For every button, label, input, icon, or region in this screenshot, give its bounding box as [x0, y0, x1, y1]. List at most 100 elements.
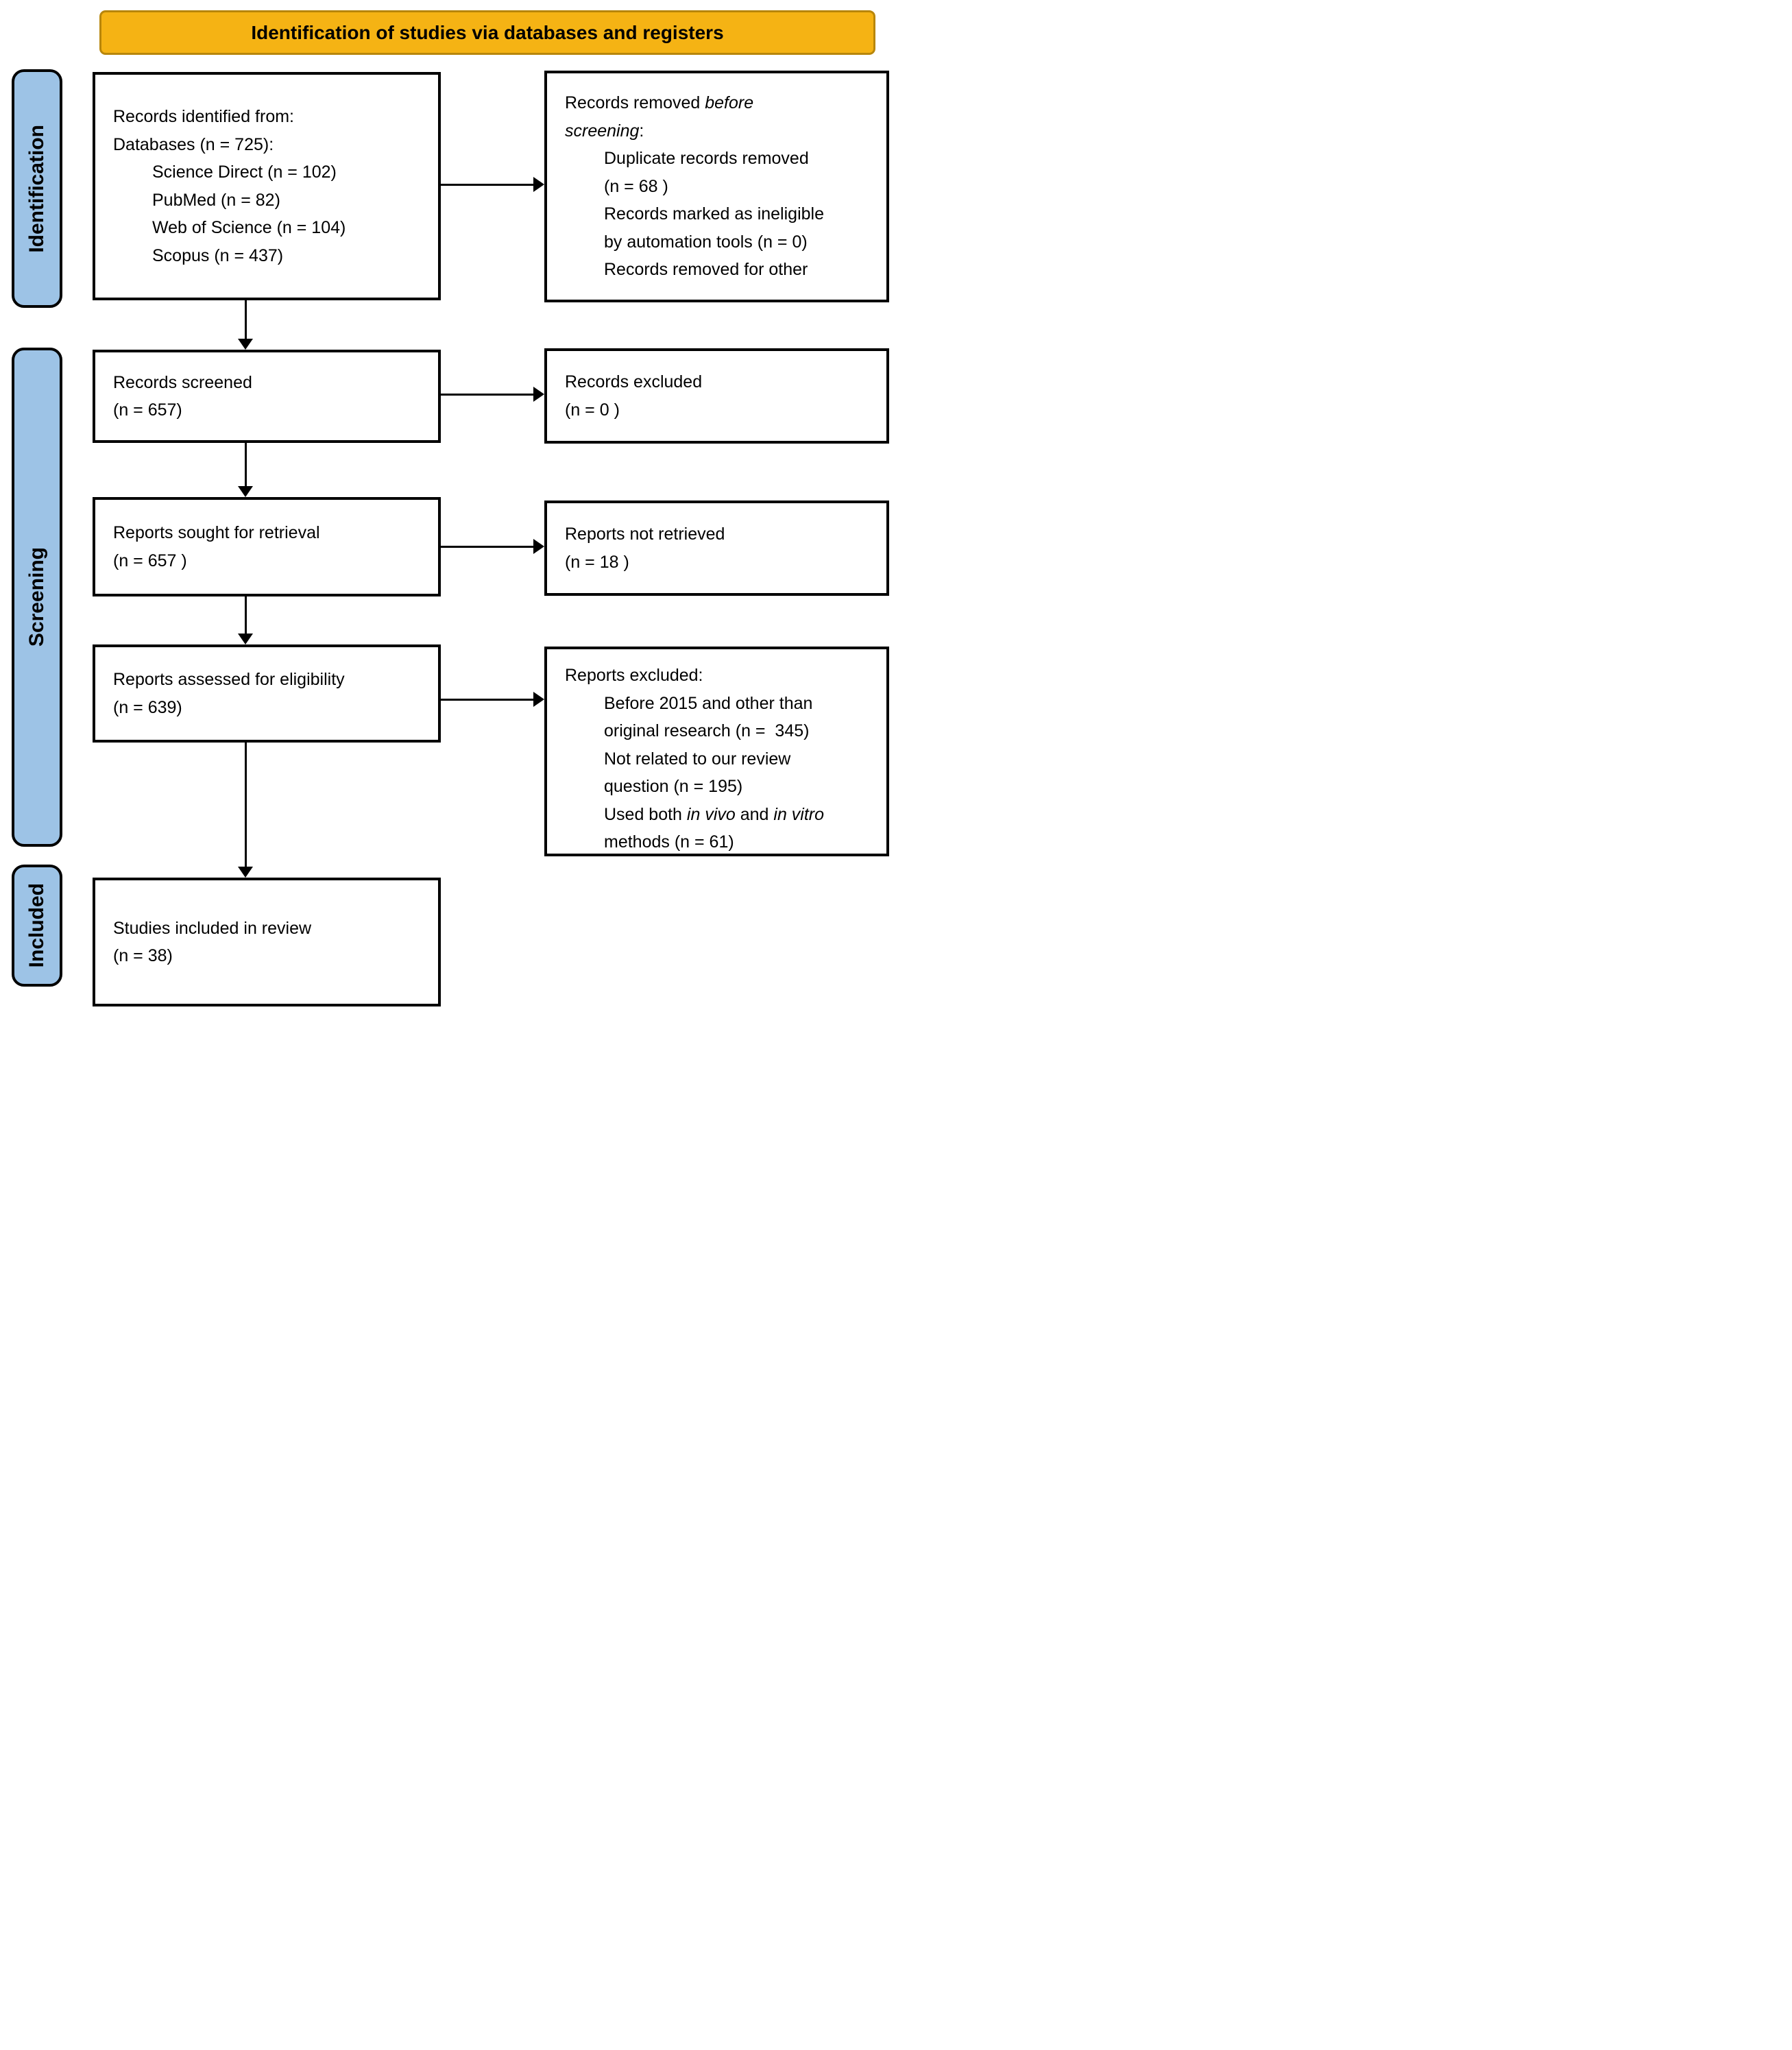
box-line: Web of Science (n = 104) — [113, 214, 434, 242]
text: Records screened — [113, 372, 252, 392]
box-line: original research (n = 345) — [565, 717, 882, 745]
reports-not-retrieved-box: Reports not retrieved (n = 18 ) — [544, 501, 889, 596]
box-line: PubMed (n = 82) — [113, 186, 434, 215]
text: (n = 657) — [113, 400, 182, 420]
stage-label-screening: Screening — [12, 348, 62, 847]
arrow-assessed-to-reports-excluded — [441, 692, 544, 707]
prisma-flow-diagram: Identification of studies via databases … — [0, 0, 896, 1025]
arrow-head-down-icon — [238, 867, 253, 878]
text: Duplicate records removed — [604, 149, 809, 169]
box-line: (n = 0 ) — [565, 396, 882, 424]
arrow-shaft — [441, 698, 533, 701]
box-line: Records removed for other — [565, 256, 882, 284]
studies-included-box: Studies included in review(n = 38) — [93, 878, 441, 1006]
box-line: (n = 38) — [113, 942, 434, 970]
arrow-head-right-icon — [533, 177, 544, 192]
arrow-head-right-icon — [533, 692, 544, 707]
arrow-head-right-icon — [533, 387, 544, 402]
banner-title: Identification of studies via databases … — [251, 21, 724, 43]
text: Reports excluded: — [565, 666, 703, 685]
text: (n = 639) — [113, 697, 182, 717]
box-line: Records removed before — [565, 89, 882, 117]
text: and — [735, 804, 774, 824]
text: (n = 18 ) — [565, 552, 629, 572]
box-line: (n = 68 ) — [565, 173, 882, 201]
text: Databases (n = 725): — [113, 134, 274, 154]
box-line: Duplicate records removed — [565, 145, 882, 173]
text: methods (n = 61) — [604, 832, 734, 852]
italic-text: in vitro — [773, 804, 825, 824]
arrow-identified-to-screened — [238, 300, 253, 350]
arrow-assessed-to-included — [238, 742, 253, 878]
box-line: Reports excluded: — [565, 662, 882, 690]
italic-text: screening — [565, 121, 640, 141]
text: Used both — [604, 804, 687, 824]
arrow-head-right-icon — [533, 539, 544, 554]
text: Scopus (n = 437) — [152, 245, 284, 265]
text: (n = 0 ) — [565, 400, 620, 420]
text: question (n = 195) — [604, 777, 743, 796]
records-identified-box: Records identified from: Databases (n = 7… — [93, 72, 441, 300]
text: Not related to our review — [604, 749, 791, 769]
arrow-head-down-icon — [238, 634, 253, 644]
text: Records removed for other — [604, 260, 808, 280]
arrow-shaft — [244, 596, 247, 634]
arrow-head-down-icon — [238, 339, 253, 350]
box-line: Records screened — [113, 369, 434, 397]
text: by automation tools (n = 0) — [604, 232, 808, 252]
italic-text: in vivo — [686, 804, 736, 824]
text: Reports sought for retrieval — [113, 523, 320, 542]
text: Before 2015 and other than — [604, 693, 813, 713]
text: Records removed — [565, 93, 705, 113]
box-line: Not related to our review — [565, 745, 882, 773]
box-line: Records identified from: — [113, 103, 434, 131]
arrow-shaft — [244, 300, 247, 339]
text: (n = 38) — [113, 946, 173, 965]
stage-label-text: Included — [25, 883, 48, 968]
arrow-screened-to-sought — [238, 442, 253, 497]
box-line: question (n = 195) — [565, 773, 882, 801]
text: PubMed (n = 82) — [152, 190, 280, 210]
text: Reports not retrieved — [565, 524, 725, 544]
stage-label-identification: Identification — [12, 69, 62, 308]
records-excluded-box: Records excluded (n = 0 ) — [544, 348, 889, 444]
italic-text: before — [705, 93, 754, 113]
arrow-shaft — [441, 183, 533, 186]
text: Records marked as ineligible — [604, 204, 824, 224]
box-line: (n = 639) — [113, 694, 434, 722]
box-line: Before 2015 and other than — [565, 690, 882, 718]
box-line: (n = 657) — [113, 396, 434, 424]
box-line: Used both in vivo and in vitro — [565, 801, 882, 829]
text: Web of Science (n = 104) — [152, 218, 346, 237]
box-line: Databases (n = 725): — [113, 131, 434, 159]
box-line: Reports assessed for eligibility — [113, 666, 434, 694]
arrow-sought-to-assessed — [238, 596, 253, 644]
arrow-shaft — [441, 545, 533, 548]
text: original research (n = 345) — [604, 721, 810, 740]
box-line: by automation tools (n = 0) — [565, 228, 882, 256]
arrow-shaft — [244, 742, 247, 867]
reports-assessed-box: Reports assessed for eligibility (n = 639… — [93, 644, 441, 743]
arrow-shaft — [244, 442, 247, 486]
records-screened-box: Records screened (n = 657) — [93, 350, 441, 443]
reports-excluded-box: Reports excluded: Before 2015 and other t… — [544, 647, 889, 856]
box-line: methods (n = 61) — [565, 828, 882, 856]
arrow-shaft — [441, 393, 533, 396]
text: (n = 68 ) — [604, 176, 668, 196]
box-line: (n = 657 ) — [113, 547, 434, 575]
text: Records excluded — [565, 372, 703, 391]
box-line: Reports not retrieved — [565, 520, 882, 548]
banner: Identification of studies via databases … — [99, 10, 875, 55]
box-line: Scopus (n = 437) — [113, 242, 434, 270]
arrow-identified-to-removed — [441, 177, 544, 192]
text: (n = 657 ) — [113, 551, 187, 570]
box-line: screening: — [565, 117, 882, 145]
stage-label-text: Identification — [25, 124, 48, 253]
reports-sought-box: Reports sought for retrieval (n = 657 ) — [93, 497, 441, 596]
box-line: (n = 18 ) — [565, 548, 882, 577]
arrow-head-down-icon — [238, 486, 253, 497]
box-line: Records marked as ineligible — [565, 200, 882, 228]
stage-label-included: Included — [12, 865, 62, 987]
text: Science Direct (n = 102) — [152, 162, 337, 182]
